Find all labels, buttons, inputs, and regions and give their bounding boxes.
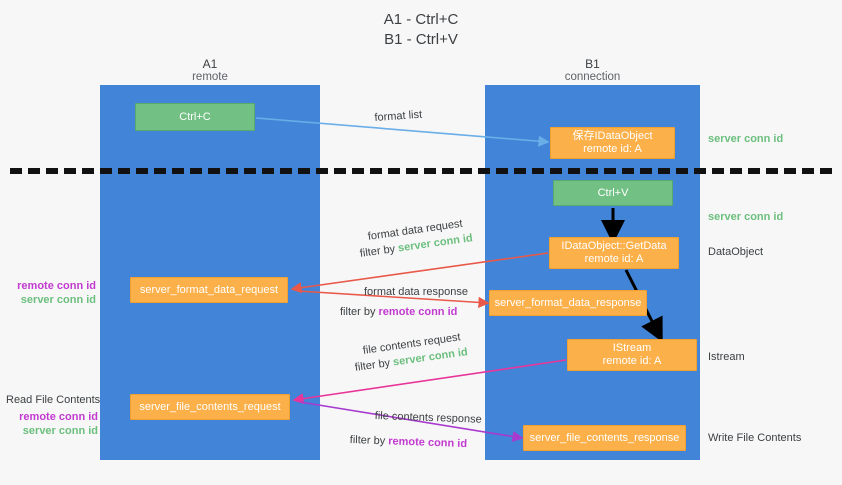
lane-header-a1: A1 remote: [100, 58, 320, 84]
node-ctrl-c-line1: Ctrl+C: [179, 110, 211, 123]
node-server-file-contents-response[interactable]: server_file_contents_response: [523, 425, 686, 451]
node-istream[interactable]: IStream remote id: A: [567, 339, 697, 371]
node-ctrl-c[interactable]: Ctrl+C: [135, 103, 255, 131]
annotation-remote-conn-id-2: remote conn id: [19, 411, 98, 423]
node-server-format-data-response[interactable]: server_format_data_response: [489, 290, 647, 316]
lane-b1-sub: connection: [564, 71, 621, 83]
node-server-file-contents-request[interactable]: server_file_contents_request: [130, 394, 290, 420]
annotation-dataobject: DataObject: [708, 246, 764, 258]
annotation-remote-conn-id-1: remote conn id: [17, 280, 96, 292]
annotation-group-file: Read File Contents remote conn id server…: [6, 393, 101, 438]
lane-a1-name: A1: [202, 57, 218, 71]
node-ctrl-v-line1: Ctrl+V: [597, 186, 629, 199]
node-server-format-data-request[interactable]: server_format_data_request: [130, 277, 288, 303]
edge-label-format-list: format list: [374, 108, 423, 124]
lane-b1-name: B1: [585, 57, 600, 71]
annotation-read-file-contents: Read File Contents: [6, 394, 101, 406]
edge-label-format-data-response-filter: filter by remote conn id: [340, 305, 457, 319]
annotation-server-conn-id-2: server conn id: [22, 425, 98, 437]
node-save-idataobject-line2: remote id: A: [583, 143, 642, 155]
annotation-server-conn-id-top: server conn id: [708, 133, 784, 145]
annotation-write-file-contents: Write File Contents: [708, 432, 802, 444]
node-getdata[interactable]: IDataObject::GetData remote id: A: [549, 237, 679, 269]
node-server-format-data-response-label: server_format_data_response: [494, 296, 642, 309]
node-getdata-line2: remote id: A: [584, 253, 644, 265]
annotation-server-conn-id-mid: server conn id: [708, 211, 784, 223]
lane-header-b1: B1 connection: [485, 58, 700, 84]
node-server-file-contents-request-label: server_file_contents_request: [139, 400, 281, 413]
node-istream-line2: remote id: A: [602, 355, 662, 367]
node-save-idataobject-line1: 保存IDataObject: [572, 130, 653, 142]
phase-divider: [10, 168, 832, 174]
node-istream-line1: IStream: [612, 342, 652, 354]
node-server-file-contents-response-label: server_file_contents_response: [529, 431, 680, 444]
node-ctrl-v[interactable]: Ctrl+V: [553, 180, 673, 206]
edge-label-file-contents-response: file contents response: [374, 409, 482, 426]
filter-prefix: filter by: [354, 356, 394, 374]
filter-prefix: filter by: [359, 242, 399, 260]
lane-a1-sub: remote: [192, 71, 228, 83]
filter-value-remote-conn-id: remote conn id: [378, 306, 458, 318]
filter-prefix: filter by: [349, 433, 389, 448]
node-server-format-data-request-label: server_format_data_request: [139, 283, 279, 296]
annotation-group-format: remote conn id server conn id: [10, 279, 96, 307]
edge-label-format-data-response: format data response: [364, 286, 468, 298]
node-save-idataobject[interactable]: 保存IDataObject remote id: A: [550, 127, 675, 159]
node-getdata-line1: IDataObject::GetData: [561, 240, 667, 252]
edge-label-file-contents-response-filter: filter by remote conn id: [350, 433, 468, 451]
page-title: A1 - Ctrl+C B1 - Ctrl+V: [0, 10, 842, 50]
annotation-server-conn-id-1: server conn id: [20, 294, 96, 306]
title-line-2: B1 - Ctrl+V: [384, 31, 458, 48]
filter-value-remote-conn-id: remote conn id: [388, 435, 468, 451]
annotation-istream: Istream: [708, 351, 745, 363]
filter-prefix: filter by: [340, 306, 379, 318]
title-line-1: A1 - Ctrl+C: [383, 11, 459, 28]
